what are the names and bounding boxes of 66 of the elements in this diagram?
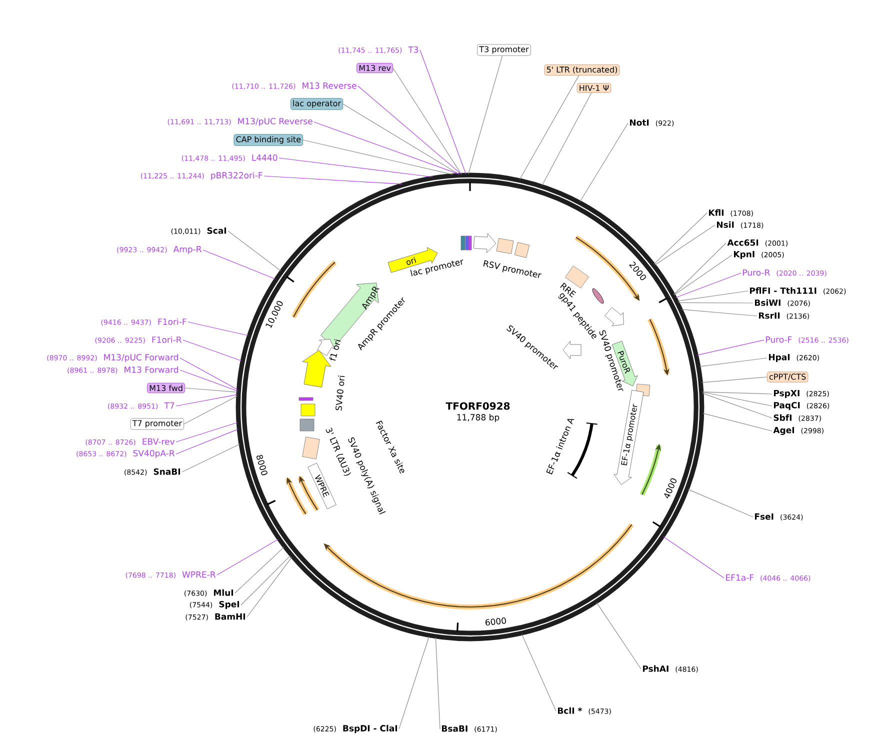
- leader-line: [188, 322, 248, 336]
- leader-line: [264, 176, 402, 184]
- feature-name: f1 ori: [330, 339, 341, 361]
- leader-line: [342, 104, 460, 175]
- leader-line: [228, 230, 282, 272]
- feature-name: RSV promoter: [483, 260, 542, 278]
- leader-line: [176, 428, 238, 454]
- leader-line: [688, 489, 754, 518]
- leader-line: [522, 634, 556, 712]
- leader-line: [180, 358, 238, 390]
- leader-line: [184, 388, 238, 392]
- feature-label: M13 rev: [356, 62, 393, 74]
- leader-line: [176, 422, 238, 442]
- leader-line: [702, 413, 772, 432]
- leader-line: [358, 86, 462, 174]
- leader-line: [519, 75, 580, 180]
- leader-line: [240, 555, 291, 606]
- leader-line: [398, 636, 430, 730]
- sequence-length: 11,788 bp: [457, 414, 500, 422]
- scale-number: 4000: [664, 478, 676, 498]
- leader-line: [184, 396, 238, 424]
- leader-line: [420, 50, 466, 174]
- leader-line: [468, 56, 503, 174]
- leader-line: [302, 140, 454, 175]
- feature-label: M13 fwd: [147, 382, 185, 394]
- leader-line: [182, 340, 242, 362]
- leader-line: [675, 272, 742, 298]
- leader-line: [180, 370, 238, 392]
- leader-line: [234, 546, 284, 594]
- leader-line: [654, 212, 708, 264]
- leader-line: [182, 444, 240, 472]
- leader-line: [678, 302, 754, 304]
- leader-line: [674, 242, 726, 295]
- feature-name: SV40 ori: [336, 376, 345, 410]
- title: TFORF0928: [446, 402, 510, 410]
- feature-label: lac operator: [290, 98, 343, 110]
- leader-line: [580, 122, 628, 202]
- leader-line: [701, 376, 768, 383]
- feature-label: cPPT/CTS: [767, 372, 808, 382]
- leader-line: [702, 392, 772, 406]
- leader-line: [654, 224, 716, 266]
- leader-line: [674, 254, 732, 296]
- leader-line: [663, 536, 724, 578]
- leader-line: [216, 539, 278, 576]
- leader-line: [435, 637, 440, 730]
- leader-line: [278, 158, 433, 178]
- leader-line: [696, 340, 764, 356]
- feature-label: T3 promoter: [477, 44, 531, 56]
- leader-line: [699, 358, 768, 367]
- feature-label: HIV-1 Ψ: [576, 83, 612, 93]
- leader-line: [392, 68, 462, 174]
- leader-line: [677, 290, 748, 302]
- leader-line: [314, 122, 460, 174]
- leader-line: [176, 394, 238, 406]
- leader-line: [681, 309, 758, 316]
- leader-line: [542, 92, 592, 186]
- leader-line: [596, 602, 642, 670]
- scale-number: 6000: [486, 617, 506, 626]
- scale-number: 8000: [256, 454, 268, 476]
- leader-line: [202, 250, 276, 280]
- feature-label: T7 promoter: [130, 418, 184, 430]
- leader-line: [246, 556, 292, 618]
- feature-label: CAP binding site: [234, 134, 303, 146]
- feature-label: 5' LTR (truncated): [544, 64, 620, 76]
- leader-line: [702, 392, 772, 394]
- leader-line: [702, 393, 772, 418]
